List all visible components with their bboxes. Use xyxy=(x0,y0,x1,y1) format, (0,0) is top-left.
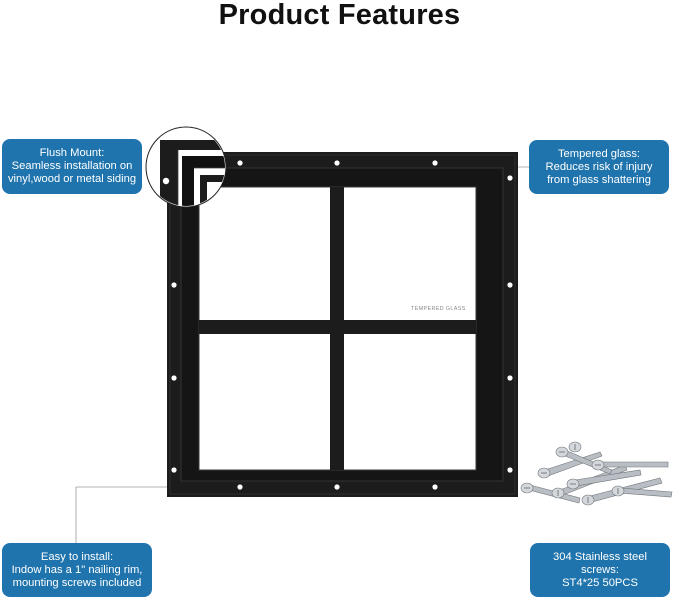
mounting-hole xyxy=(432,484,438,490)
mounting-hole xyxy=(507,175,513,181)
callout-tempered-glass-line: from glass shattering xyxy=(547,173,651,186)
callout-screws-line: ST4*25 50PCS xyxy=(562,576,638,589)
callout-tempered-glass-line: Reduces risk of injury xyxy=(545,160,653,173)
callout-flush-mount-line: Seamless installation on xyxy=(11,160,133,172)
callout-tempered-glass: Tempered glass: Reduces risk of injury f… xyxy=(529,140,669,194)
mounting-holes xyxy=(171,160,513,490)
callout-screws-heading: 304 Stainless steel xyxy=(553,550,647,563)
mounting-hole xyxy=(507,375,513,381)
mounting-hole xyxy=(171,375,177,381)
callout-tempered-glass-heading: Tempered glass: xyxy=(557,147,641,160)
callout-easy-install-line: Indow has a 1" nailing rim, xyxy=(11,563,143,576)
callout-easy-install-heading: Easy to install: xyxy=(40,550,114,563)
callout-flush-mount: Flush Mount: Seamless installation on vi… xyxy=(2,139,142,194)
mounting-hole xyxy=(334,484,340,490)
glass-label: TEMPERED GLASS xyxy=(411,306,466,312)
mounting-hole xyxy=(432,160,438,166)
callout-easy-install-line: mounting screws included xyxy=(12,576,142,589)
callout-easy-install: Easy to install: Indow has a 1" nailing … xyxy=(2,543,152,597)
callout-screws: 304 Stainless steel screws: ST4*25 50PCS xyxy=(530,543,670,597)
mounting-hole xyxy=(334,160,340,166)
mounting-hole xyxy=(237,484,243,490)
callout-flush-mount-heading: Flush Mount: xyxy=(39,147,105,159)
mounting-hole xyxy=(171,282,177,288)
mounting-hole xyxy=(507,282,513,288)
screws-image xyxy=(520,441,673,506)
mounting-hole xyxy=(507,467,513,473)
corner-detail-magnifier xyxy=(145,126,227,208)
callout-screws-line: screws: xyxy=(581,563,619,576)
callout-flush-mount-line: vinyl,wood or metal siding xyxy=(7,173,137,185)
muntin-horizontal xyxy=(199,320,476,334)
mounting-hole xyxy=(237,160,243,166)
page-title: Product Features xyxy=(218,0,461,31)
mounting-hole xyxy=(171,467,177,473)
